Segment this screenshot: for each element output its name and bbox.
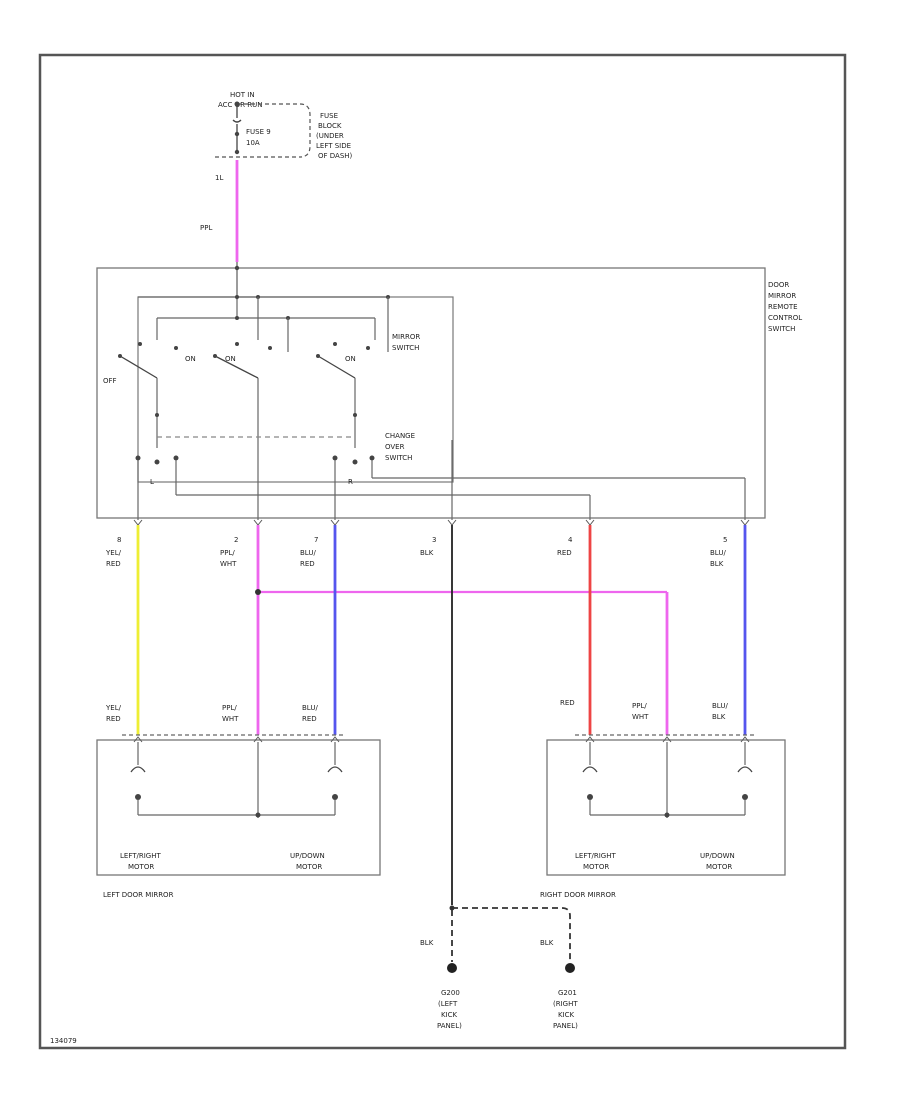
right-motor2-label-2: MOTOR (706, 863, 732, 871)
ground-left-label-4: PANEL) (437, 1022, 462, 1030)
ground-left-icon (447, 963, 457, 973)
switch-title-2: MIRROR (768, 292, 796, 300)
mirror-switch-label-2: SWITCH (392, 344, 419, 352)
pin-wire-1b: WHT (220, 560, 237, 568)
right-wire-2a: BLU/ (712, 702, 728, 710)
on-label-1: ON (185, 355, 196, 363)
left-wire-2a: BLU/ (302, 704, 318, 712)
fuse-block-label-4: LEFT SIDE (316, 142, 351, 150)
diagram-frame (38, 53, 847, 1050)
footer-code: 134079 (50, 1037, 77, 1045)
right-motor1-label-2: MOTOR (583, 863, 609, 871)
pin-label-0: 8 (117, 536, 121, 544)
on-label-3: ON (345, 355, 356, 363)
switch-title-1: DOOR (768, 281, 789, 289)
ground-left-label-2: (LEFT (438, 1000, 458, 1008)
right-door-mirror: RED PPL/ WHT BLU/ BLK LEFT/RIGHT MOTOR U… (540, 699, 786, 899)
grounds: BLK BLK G200 (LEFT KICK PANEL) G201 (RIG… (420, 905, 578, 1030)
ground-wire-right: BLK (540, 939, 554, 947)
fuse-label-2: 10A (246, 139, 260, 147)
ground-right-label-2: (RIGHT (553, 1000, 578, 1008)
left-motor2-label-2: MOTOR (296, 863, 322, 871)
ground-right-label-1: G201 (558, 989, 577, 997)
l-label-left: L (150, 478, 154, 486)
left-wire-0b: RED (106, 715, 121, 723)
pin-wire-5a: BLU/ (710, 549, 726, 557)
switch-title-4: CONTROL (768, 314, 802, 322)
ground-right-icon (565, 963, 575, 973)
pin-wire-2b: RED (300, 560, 315, 568)
pin-wire-5b: BLK (710, 560, 724, 568)
pin-label-4: 4 (568, 536, 573, 544)
right-wire-1a: PPL/ (632, 702, 647, 710)
right-motor2-label-1: UP/DOWN (700, 852, 735, 860)
left-motor1-label-2: MOTOR (128, 863, 154, 871)
wires (136, 525, 747, 905)
ground-left-label-1: G200 (441, 989, 460, 997)
hot-label-1: HOT IN (230, 91, 255, 99)
change-over-label-3: SWITCH (385, 454, 412, 462)
power-wire-label: PPL (200, 224, 212, 232)
hot-label-2: ACC OR RUN (218, 101, 263, 109)
left-motor2-label-1: UP/DOWN (290, 852, 325, 860)
pin-label-1: 2 (234, 536, 238, 544)
mirror-switch-label-1: MIRROR (392, 333, 420, 341)
change-over-label-2: OVER (385, 443, 405, 451)
ground-wire-left: BLK (420, 939, 434, 947)
change-over-label-1: CHANGE (385, 432, 415, 440)
power-source: HOT IN ACC OR RUN FUSE 9 10A FUSE BLOCK … (200, 91, 353, 262)
power-pin-label: 1L (215, 174, 223, 182)
right-motor1-label-1: LEFT/RIGHT (575, 852, 616, 860)
right-wire-2b: BLK (712, 713, 726, 721)
left-wire-0a: YEL/ (105, 704, 122, 712)
right-wire-0a: RED (560, 699, 575, 707)
pin-wire-3a: BLK (420, 549, 434, 557)
pin-wire-2a: BLU/ (300, 549, 316, 557)
fuse-label-1: FUSE 9 (246, 128, 271, 136)
left-wire-1a: PPL/ (222, 704, 237, 712)
pin-wire-0a: YEL/ (105, 549, 122, 557)
pin-label-3: 3 (432, 536, 436, 544)
right-wire-1b: WHT (632, 713, 649, 721)
pin-wire-0b: RED (106, 560, 121, 568)
on-label-2: ON (225, 355, 236, 363)
fuse-block-label-5: OF DASH) (318, 152, 353, 160)
fuse-block-label-1: FUSE (320, 112, 338, 120)
switch-title-3: REMOTE (768, 303, 798, 311)
fuse-block-label-2: BLOCK (318, 122, 342, 130)
remote-control-switch: DOOR MIRROR REMOTE CONTROL SWITCH MIRROR… (96, 262, 802, 520)
fuse-block-label-3: (UNDER (316, 132, 344, 140)
left-wire-1b: WHT (222, 715, 239, 723)
right-mirror-label: RIGHT DOOR MIRROR (540, 891, 616, 899)
left-mirror-label: LEFT DOOR MIRROR (103, 891, 174, 899)
r-label-right: R (348, 478, 353, 486)
ground-right-label-4: PANEL) (553, 1022, 578, 1030)
ground-right-label-3: KICK (558, 1011, 575, 1019)
pin-wire-1a: PPL/ (220, 549, 235, 557)
off-label-1: OFF (103, 377, 117, 385)
ground-left-label-3: KICK (441, 1011, 458, 1019)
left-wire-2b: RED (302, 715, 317, 723)
switch-connector: 8 YEL/ RED 2 PPL/ WHT 7 BLU/ RED 3 BLK 4… (105, 519, 750, 568)
pin-label-5: 5 (723, 536, 727, 544)
left-door-mirror: YEL/ RED PPL/ WHT BLU/ RED LEFT/RIGHT MO… (96, 704, 381, 899)
switch-title-5: SWITCH (768, 325, 795, 333)
pin-label-2: 7 (314, 536, 318, 544)
left-motor1-label-1: LEFT/RIGHT (120, 852, 161, 860)
pin-wire-4a: RED (557, 549, 572, 557)
